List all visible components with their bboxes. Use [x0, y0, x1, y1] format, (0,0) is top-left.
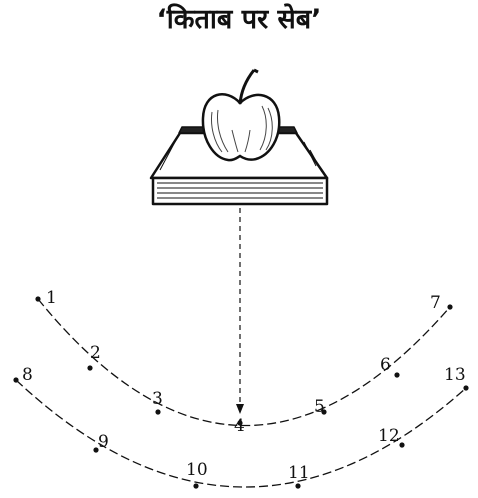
label-12: 12	[378, 426, 400, 446]
inner-arc	[37, 298, 451, 427]
dot-2	[87, 365, 93, 371]
arc-dots	[13, 296, 469, 489]
label-2: 2	[90, 343, 101, 363]
dot-3	[155, 409, 161, 415]
dot-10	[193, 483, 199, 489]
label-13: 13	[444, 365, 466, 385]
label-5: 5	[314, 397, 325, 417]
dot-4	[237, 420, 243, 426]
dot-11	[295, 483, 301, 489]
dot-5	[321, 409, 327, 415]
label-10: 10	[186, 460, 208, 480]
label-6: 6	[380, 355, 391, 375]
book-page-lines	[157, 182, 323, 199]
label-7: 7	[430, 293, 441, 313]
label-9: 9	[98, 432, 109, 452]
label-4: 4	[234, 416, 245, 436]
book-cover-shading	[159, 139, 323, 173]
label-11: 11	[288, 463, 310, 483]
page-title: ‘किताब पर सेब’	[156, 4, 322, 35]
apple-stem	[238, 69, 256, 105]
book-pages	[151, 176, 329, 206]
apple	[201, 68, 281, 162]
outer-arc	[15, 379, 467, 488]
dot-6	[394, 372, 400, 378]
label-1: 1	[46, 288, 57, 308]
arrowhead-icon	[236, 404, 244, 414]
label-3: 3	[152, 389, 163, 409]
dot-8	[13, 377, 19, 383]
fall-line	[236, 208, 244, 414]
point-labels: 1 2 3 4 5 6 7 8 9 10 11 12 13	[22, 288, 466, 483]
dot-1	[35, 296, 41, 302]
dot-13	[463, 385, 469, 391]
dot-9	[93, 447, 99, 453]
dot-12	[399, 442, 405, 448]
apple-shading	[211, 105, 273, 153]
label-8: 8	[22, 365, 33, 385]
apple-body	[201, 93, 281, 162]
dot-7	[447, 304, 453, 310]
